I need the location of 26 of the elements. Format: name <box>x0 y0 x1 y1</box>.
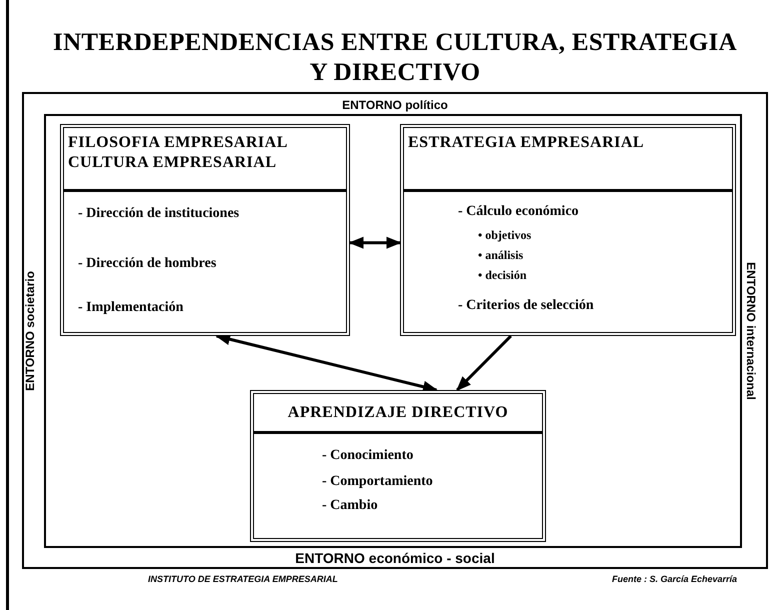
environment-label: ENTORNO societario <box>22 270 37 390</box>
diagram-title: INTERDEPENDENCIAS ENTRE CULTURA, ESTRATEGIA Y DIRECTIVO <box>52 28 738 88</box>
box-heading: APRENDIZAJE DIRECTIVO <box>254 394 542 434</box>
box-heading: FILOSOFIA EMPRESARIAL CULTURA EMPRESARIAL <box>64 128 346 192</box>
list-item: - Dirección de hombres <box>78 256 216 272</box>
list-item: - Comportamiento <box>322 474 433 490</box>
list-item: - Implementación <box>78 300 184 316</box>
arrow <box>456 334 512 392</box>
list-item: • decisión <box>478 268 527 283</box>
learning-box <box>250 390 546 542</box>
list-item: - Conocimiento <box>322 448 414 464</box>
footer-note: Fuente : S. García Echevarría <box>612 574 738 584</box>
environment-label: ENTORNO político <box>342 98 448 112</box>
list-item: • objetivos <box>478 228 532 243</box>
environment-label: ENTORNO económico - social <box>295 550 495 566</box>
environment-label: ENTORNO internacional <box>744 262 758 400</box>
list-item: • análisis <box>478 248 524 263</box>
arrow <box>348 236 402 249</box>
list-item: - Cálculo económico <box>458 204 579 220</box>
box-heading: ESTRATEGIA EMPRESARIAL <box>404 128 732 192</box>
list-item: - Dirección de instituciones <box>78 206 240 222</box>
strategy-box <box>400 124 736 336</box>
list-item: - Criterios de selección <box>458 298 594 314</box>
culture-box <box>60 124 350 336</box>
footer-note: INSTITUTO DE ESTRATEGIA EMPRESARIAL <box>148 574 338 584</box>
list-item: - Cambio <box>322 498 378 514</box>
